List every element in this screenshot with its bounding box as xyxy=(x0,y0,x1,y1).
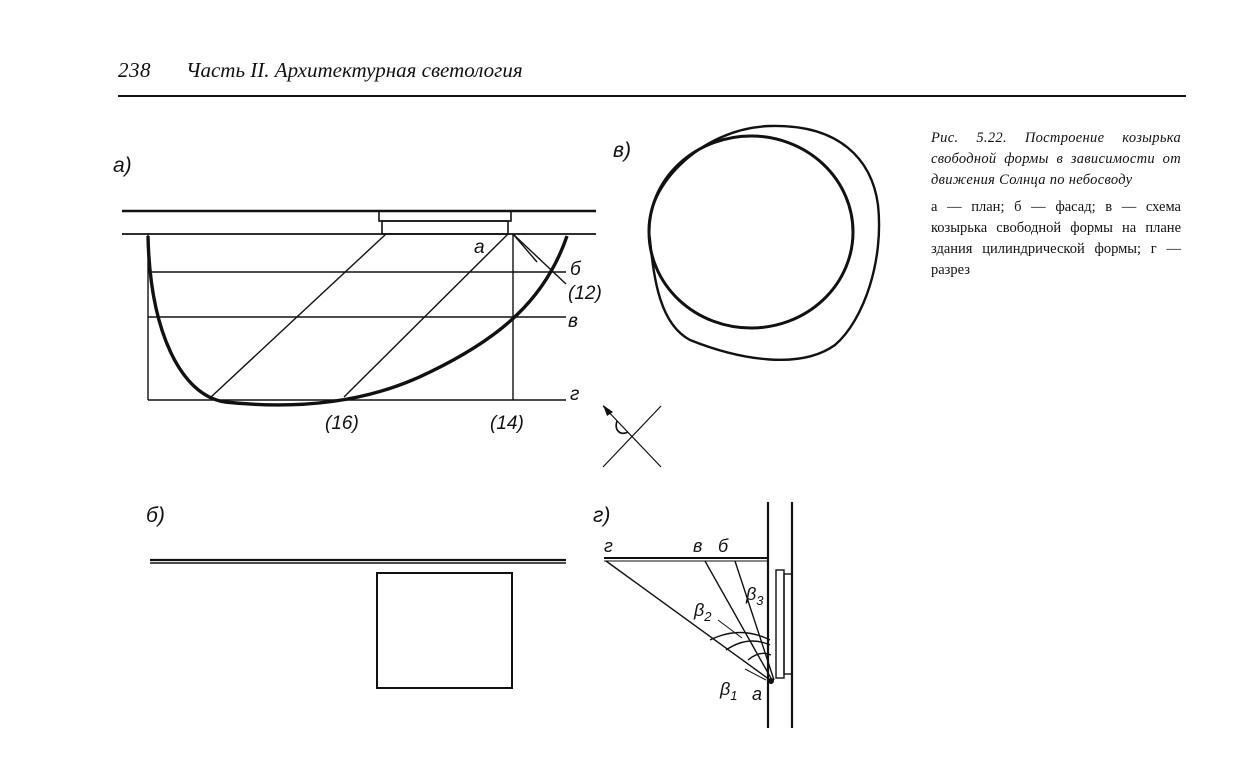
angle-ray-b xyxy=(734,560,775,681)
ray-line-1 xyxy=(210,233,387,398)
window-section-outer xyxy=(783,573,793,675)
running-header-title: Часть II. Архитектурная светология xyxy=(186,58,523,82)
mark-g-plan: г xyxy=(570,384,579,405)
mark-a-plan: а xyxy=(474,237,485,258)
beta1-symbol: β1 xyxy=(719,679,738,703)
mark-16: (16) xyxy=(325,413,359,434)
mark-b-section: б xyxy=(718,536,729,556)
angle-ray-v xyxy=(704,560,773,681)
apex-point-a xyxy=(768,678,774,684)
beta3-symbol: β3 xyxy=(745,584,764,608)
ray-line-2 xyxy=(343,233,509,398)
ray-line-3 xyxy=(512,233,567,285)
angle-ray-g xyxy=(605,560,771,681)
cylindrical-building-circle xyxy=(647,134,855,330)
orientation-symbol xyxy=(602,405,662,468)
orientation-line-2 xyxy=(602,405,662,468)
figure-b-facade xyxy=(150,558,566,689)
page-number: 238 xyxy=(118,58,151,82)
header-rule xyxy=(118,95,1186,97)
mark-v-plan: в xyxy=(568,311,578,332)
figure-b-label: б) xyxy=(146,504,165,527)
caption-body: а — план; б — фасад; в — схема козырька … xyxy=(931,199,1181,278)
beta2-leader xyxy=(717,619,743,639)
mark-12: (12) xyxy=(568,283,602,304)
figure-a-plan xyxy=(122,209,596,407)
beta1-leader xyxy=(744,668,767,681)
window-rectangle xyxy=(376,572,513,689)
mark-v-section: в xyxy=(693,536,702,556)
figure-g-section xyxy=(604,502,794,728)
caption-title: Рис. 5.22. Построение козырька свободной… xyxy=(931,130,1181,188)
figure-g-label: г) xyxy=(593,504,610,527)
canopy-outline-curve xyxy=(146,235,569,407)
window-frame-outer xyxy=(378,210,512,222)
beta2-symbol: β2 xyxy=(693,600,712,624)
angle-arc-3 xyxy=(747,652,772,661)
window-frame-inner xyxy=(381,220,509,235)
angle-arc-1 xyxy=(709,631,771,641)
ray-line-4 xyxy=(512,233,538,263)
mark-a-section: а xyxy=(752,684,762,704)
mark-14: (14) xyxy=(490,413,524,434)
mark-b-plan: б xyxy=(570,259,582,280)
sun-direction-arc xyxy=(615,420,629,435)
direction-arrow-icon xyxy=(603,405,613,416)
canopy-free-form-outline xyxy=(647,124,881,361)
mark-g-section: г xyxy=(604,536,613,556)
figure-v-scheme xyxy=(647,124,881,361)
window-section-inner xyxy=(775,569,785,679)
figure-a-label: а) xyxy=(113,154,132,177)
figure-v-label: в) xyxy=(613,139,631,162)
figure-caption: Рис. 5.22. Построение козырька свободной… xyxy=(931,128,1181,281)
angle-arc-2 xyxy=(725,640,771,651)
